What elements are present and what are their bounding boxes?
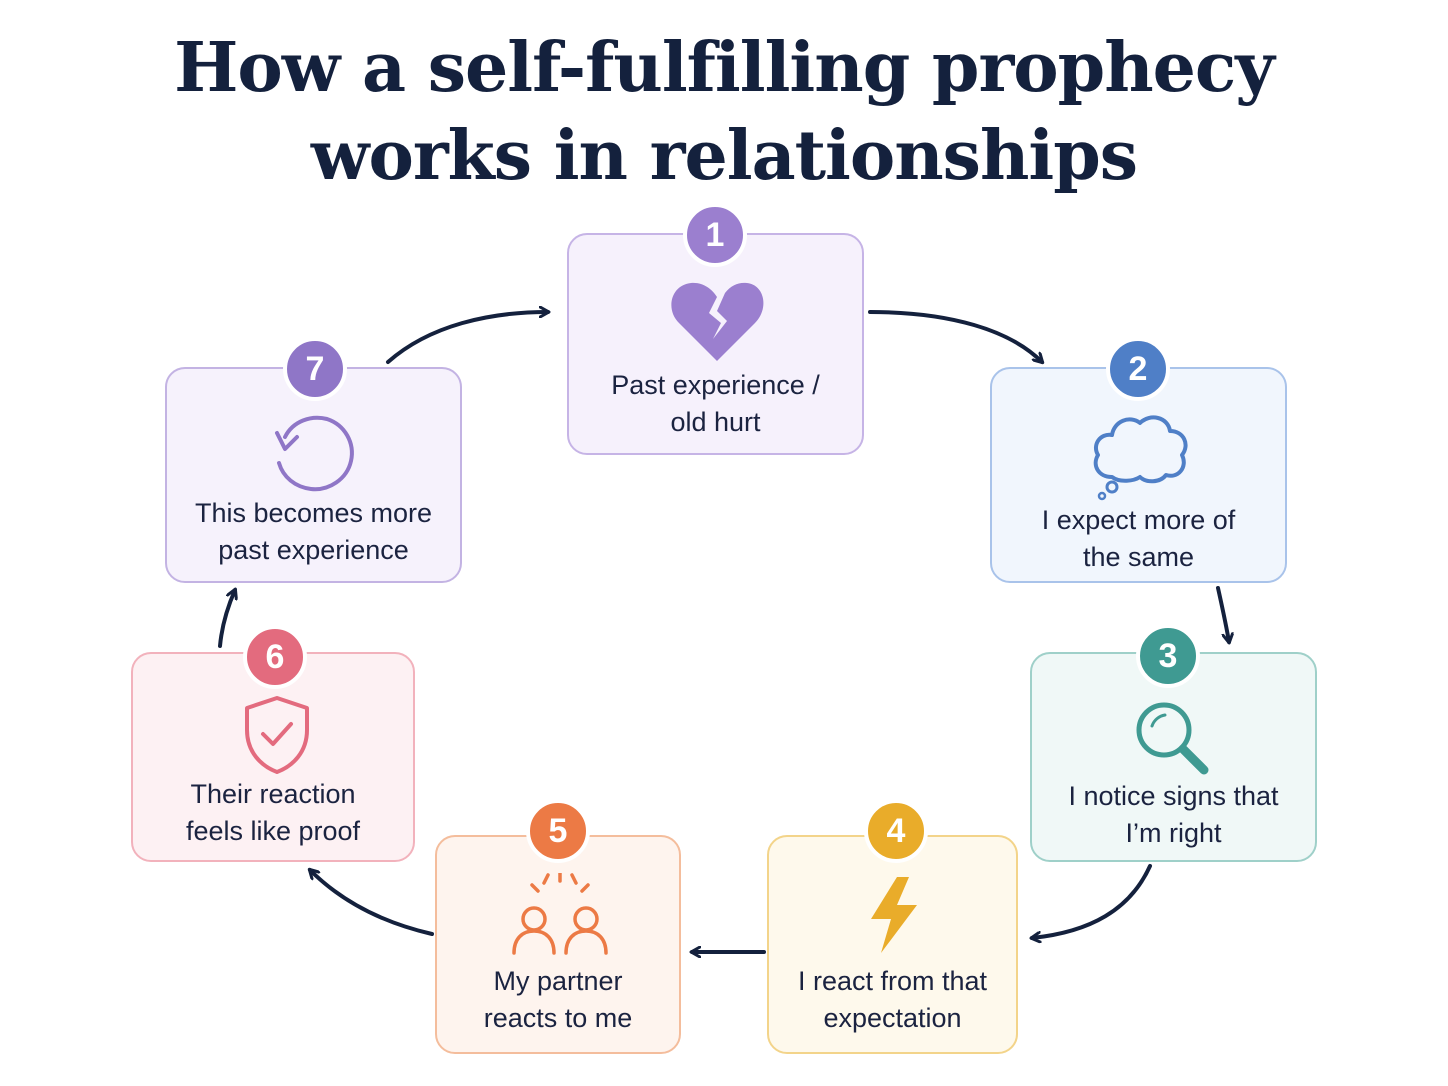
arrow-7-to-1 (386, 312, 548, 364)
step-1-label-line-2: old hurt (670, 407, 761, 437)
step-5-label: My partner reacts to me (437, 963, 679, 1037)
step-1-number-badge: 1 (683, 203, 747, 267)
broken-heart-icon (671, 282, 764, 361)
step-4-label-line-1: I react from that (797, 966, 988, 996)
two-people-icon (512, 873, 608, 955)
step-4-label: I react from that expectation (769, 963, 1016, 1037)
title-line-2: works in relationships (310, 116, 1138, 196)
step-3-label-line-1: I notice signs that (1068, 781, 1279, 811)
step-5-label-line-1: My partner (493, 966, 623, 996)
step-4-label-line-2: expectation (823, 1003, 962, 1033)
step-2-number-badge: 2 (1106, 337, 1170, 401)
shield-check-icon (245, 696, 309, 774)
step-5-number-badge: 5 (526, 799, 590, 863)
step-6-label: Their reaction feels like proof (133, 776, 413, 850)
step-7-label-line-2: past experience (218, 535, 409, 565)
step-1-label: Past experience / old hurt (569, 367, 862, 441)
step-6-label-line-1: Their reaction (190, 779, 356, 809)
step-3-label: I notice signs that I’m right (1032, 778, 1315, 852)
lightning-bolt-icon (871, 877, 917, 953)
step-2-label: I expect more of the same (992, 502, 1285, 576)
step-7-label-line-1: This becomes more (194, 498, 433, 528)
cycle-arrow-icon (275, 415, 354, 492)
step-4-number-badge: 4 (864, 799, 928, 863)
arrow-2-to-3 (1216, 586, 1229, 642)
arrow-6-to-7 (218, 590, 235, 648)
step-1-label-line-1: Past experience / (611, 370, 820, 400)
arrow-3-to-4 (1032, 864, 1152, 938)
step-7-card: This becomes more past experience (165, 367, 462, 583)
step-6-label-line-2: feels like proof (185, 816, 361, 846)
page-title: How a self-fulfilling prophecy works in … (0, 24, 1448, 200)
step-7-label: This becomes more past experience (167, 495, 460, 569)
step-2-label-line-1: I expect more of (1041, 505, 1236, 535)
step-2-label-line-2: the same (1082, 542, 1195, 572)
step-5-card: My partner reacts to me (435, 835, 681, 1054)
step-3-label-line-2: I’m right (1125, 818, 1222, 848)
step-3-number-badge: 3 (1136, 624, 1200, 688)
step-2-card: I expect more of the same (990, 367, 1287, 583)
title-line-1: How a self-fulfilling prophecy (174, 28, 1275, 108)
step-5-label-line-2: reacts to me (483, 1003, 633, 1033)
step-1-card: Past experience / old hurt (567, 233, 864, 455)
step-6-number-badge: 6 (243, 625, 307, 689)
arrow-5-to-6 (310, 870, 434, 936)
step-4-card: I react from that expectation (767, 835, 1018, 1054)
magnifying-glass-icon (1136, 702, 1209, 775)
arrow-1-to-2 (868, 310, 1042, 362)
step-6-card: Their reaction feels like proof (131, 652, 415, 862)
step-7-number-badge: 7 (283, 337, 347, 401)
thought-cloud-icon (1093, 415, 1188, 501)
